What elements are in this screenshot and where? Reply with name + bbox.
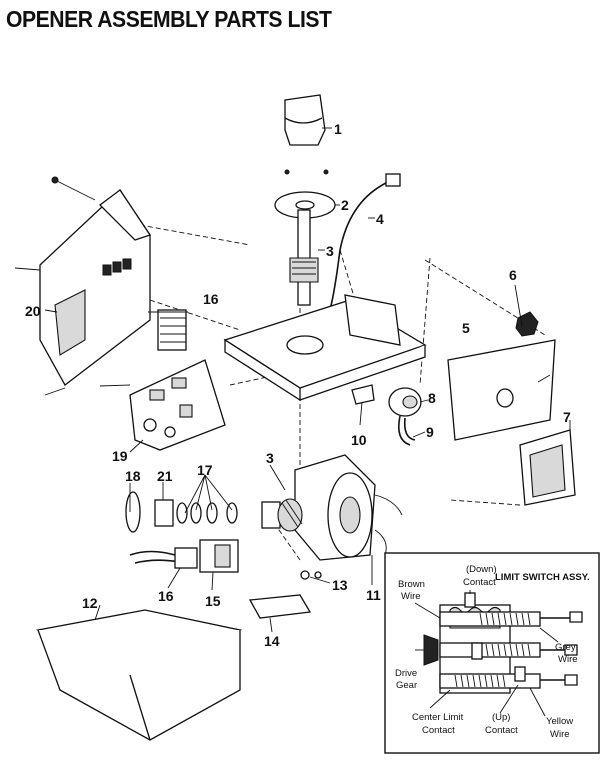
callout-1: 1 <box>334 121 342 137</box>
circuit-board-part <box>129 359 226 451</box>
grey-wire-label-line2: Wire <box>558 654 578 665</box>
callout-18: 18 <box>125 468 141 484</box>
end-panel-part <box>447 339 556 441</box>
callout-8: 8 <box>428 390 436 406</box>
motor-part <box>294 454 403 561</box>
cover-part <box>14 176 152 396</box>
callout-11: 11 <box>366 587 381 603</box>
callout-12: 12 <box>82 595 98 611</box>
lens-part <box>519 429 576 506</box>
drive-gear-label-line2: Gear <box>396 680 417 691</box>
callout-2: 2 <box>341 197 349 213</box>
drive-gear-label-line1: Drive <box>395 668 417 679</box>
brown-wire-label-line2: Wire <box>401 591 421 602</box>
callout-9: 9 <box>426 424 434 440</box>
knob-part <box>515 311 539 337</box>
power-cord-part <box>329 173 401 311</box>
callout-19: 19 <box>112 448 128 464</box>
yellow-wire-label-line2: Wire <box>550 729 570 740</box>
page-title: OPENER ASSEMBLY PARTS LIST <box>6 6 332 32</box>
switch-bracket-part <box>351 384 375 405</box>
capacitor-part <box>129 539 239 573</box>
leader-lines <box>44 127 571 633</box>
callout-16-top: 16 <box>203 291 219 307</box>
down-contact-label-line1: (Down) <box>466 564 497 575</box>
callout-4: 4 <box>376 211 384 227</box>
brown-wire-label-line1: Brown <box>398 579 425 590</box>
callout-17: 17 <box>197 462 213 478</box>
down-contact-label-line2: Contact <box>463 577 496 588</box>
inset-title: LIMIT SWITCH ASSY. <box>495 572 590 583</box>
callout-10: 10 <box>351 432 367 448</box>
pulley-part <box>125 491 238 533</box>
up-contact-label-line2: Contact <box>485 725 518 736</box>
drive-shaft-part <box>289 209 319 306</box>
callout-7: 7 <box>563 409 571 425</box>
callout-numbers: 1 2 3 3 4 5 6 7 8 9 10 11 12 13 14 15 16… <box>25 121 571 649</box>
callout-6: 6 <box>509 267 517 283</box>
chassis-plate-part <box>223 294 427 402</box>
callout-5: 5 <box>462 320 470 336</box>
callout-15: 15 <box>205 593 221 609</box>
callout-3-lower: 3 <box>266 450 274 466</box>
callout-14: 14 <box>264 633 280 649</box>
light-socket-part <box>388 387 422 446</box>
grey-wire-label-line1: Grey <box>555 642 576 653</box>
center-limit-label-line2: Contact <box>422 725 455 736</box>
light-tray-part <box>35 609 243 741</box>
callout-20: 20 <box>25 303 41 319</box>
yellow-wire-label-line1: Yellow <box>546 716 573 727</box>
worm-gear-part <box>261 498 303 532</box>
callout-13: 13 <box>332 577 348 593</box>
wire-harness-part <box>157 309 187 351</box>
gear-cover-part <box>284 94 326 146</box>
drive-gear <box>423 634 439 666</box>
callout-16-lower: 16 <box>158 588 174 604</box>
bracket-part <box>248 570 322 619</box>
up-contact-label-line1: (Up) <box>492 712 510 723</box>
center-limit-label-line1: Center Limit <box>412 712 464 723</box>
limit-switch-inset: LIMIT SWITCH ASSY. (Down) Contact Brown … <box>384 552 600 754</box>
callout-3-top: 3 <box>326 243 334 259</box>
callout-21: 21 <box>157 468 173 484</box>
